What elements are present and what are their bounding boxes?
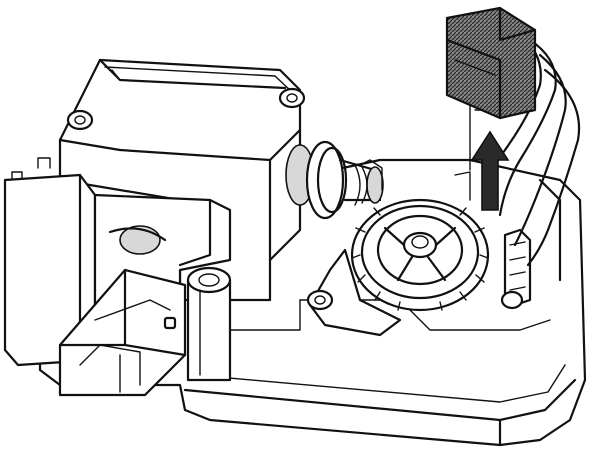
plug-socket: [58, 268, 187, 397]
gear-wheel: [306, 198, 490, 337]
housing-detail: [359, 159, 524, 310]
mounting-posts: [186, 266, 232, 382]
worm-gear: [285, 140, 384, 220]
removal-arrow: [470, 130, 510, 211]
mounting-posts: [66, 87, 306, 131]
electrical-connector: [445, 6, 537, 120]
motor-block: [58, 58, 306, 302]
